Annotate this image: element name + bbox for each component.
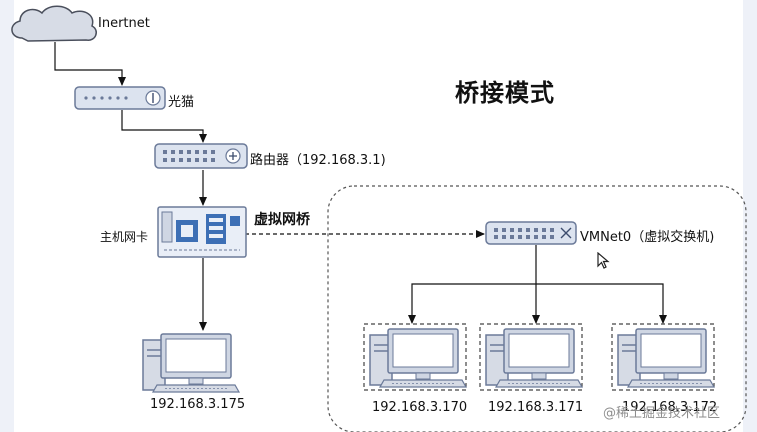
vm-1-frame: [363, 323, 467, 391]
internet-label: Inertnet: [98, 16, 150, 31]
host-computer-icon: [142, 333, 240, 393]
host-ip-label: 192.168.3.175: [150, 397, 246, 412]
vm-3-computer-icon: [617, 328, 715, 388]
virtual-bridge-label: 虚拟网桥: [254, 212, 310, 228]
diagram-title: 桥接模式: [455, 79, 555, 107]
vm-3-frame: [611, 323, 715, 391]
router-icon: [154, 143, 248, 169]
vm-1-computer-icon: [369, 328, 467, 388]
mouse-cursor-icon: [597, 252, 610, 269]
modem-icon: [74, 86, 166, 110]
watermark: @稀土掘金技术社区: [603, 406, 721, 421]
cloud-icon: [11, 5, 97, 42]
modem-label: 光猫: [168, 95, 195, 110]
vm-1-ip-label: 192.168.3.170: [372, 400, 468, 415]
router-label: 路由器（192.168.3.1): [250, 153, 386, 168]
network-card-icon: [157, 206, 247, 258]
vm-2-frame: [479, 323, 583, 391]
vm-2-computer-icon: [485, 328, 583, 388]
vm-3-ip-label: 192.168.3.172: [622, 400, 718, 415]
left-margin-strip: [0, 0, 14, 432]
connection-lines: [54, 42, 667, 331]
vmnet0-label: VMNet0（虚拟交换机): [580, 230, 715, 245]
vm-2-ip-label: 192.168.3.171: [488, 400, 584, 415]
virtual-network-area: [327, 185, 747, 432]
host-nic-label: 主机网卡: [100, 230, 149, 244]
switch-icon: [485, 221, 577, 245]
